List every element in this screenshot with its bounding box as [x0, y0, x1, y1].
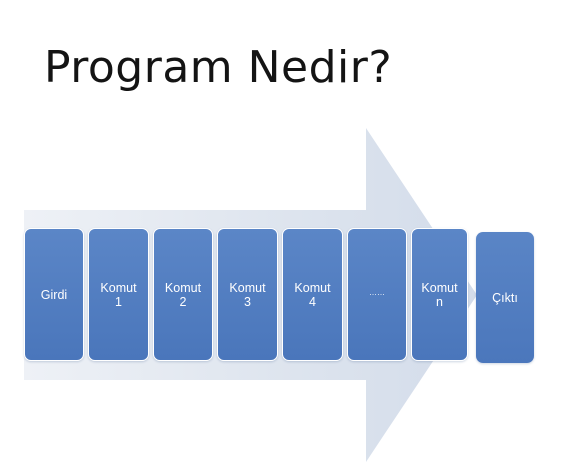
slide-title: Program Nedir?	[44, 42, 393, 93]
step-command-3: Komut 3	[217, 228, 278, 361]
step-command-4: Komut 4	[282, 228, 343, 361]
step-ellipsis: ……	[347, 228, 407, 361]
step-command-2: Komut 2	[153, 228, 213, 361]
step-command-n: Komut n	[411, 228, 468, 361]
step-input: Girdi	[24, 228, 84, 361]
step-command-1: Komut 1	[88, 228, 149, 361]
step-output: Çıktı	[476, 232, 534, 363]
